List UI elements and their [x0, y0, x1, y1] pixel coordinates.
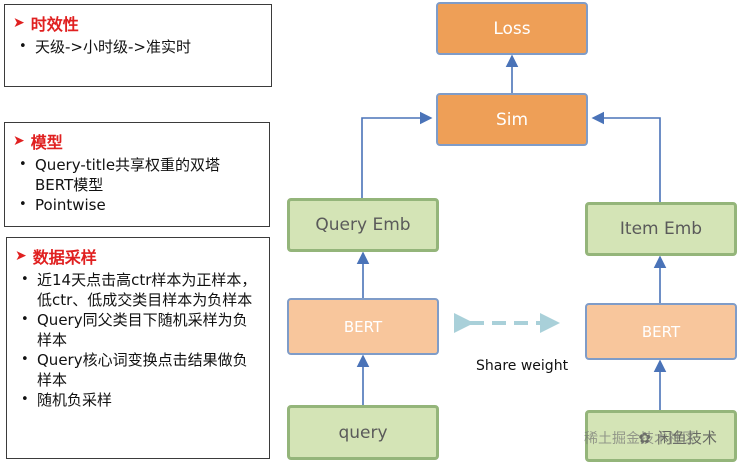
watermark: ✿ 闲鱼技术	[638, 427, 717, 448]
timeliness-title: 时效性	[30, 15, 79, 34]
list-item: Query同父类目下随机采样为负样本	[15, 310, 257, 350]
arrow-bullet-icon: ➤	[15, 248, 27, 264]
loss-node: Loss	[436, 2, 588, 55]
list-item: 近14天点击高ctr样本为正样本，低ctr、低成交类目样本为负样本	[15, 270, 257, 310]
sampling-title: 数据采样	[32, 248, 97, 267]
list-item: Query核心词变换点击结果做负样本	[15, 350, 257, 390]
model-title: 模型	[30, 133, 63, 152]
model-list: Query-title共享权重的双塔BERT模型 Pointwise	[13, 155, 261, 215]
timeliness-list: 天级->小时级->准实时	[13, 37, 263, 57]
wechat-icon: ✿	[638, 428, 651, 447]
list-item: 随机负采样	[15, 390, 261, 410]
item-emb-node: Item Emb	[585, 202, 737, 256]
sampling-list: 近14天点击高ctr样本为正样本，低ctr、低成交类目样本为负样本 Query同…	[15, 270, 261, 410]
list-item: 天级->小时级->准实时	[13, 37, 263, 57]
model-title-row: ➤ 模型	[13, 129, 261, 153]
query-emb-node: Query Emb	[287, 198, 439, 252]
arrow-query-emb-to-sim	[361, 111, 433, 198]
sampling-panel: ➤ 数据采样 近14天点击高ctr样本为正样本，低ctr、低成交类目样本为负样本…	[6, 237, 270, 459]
list-item: Query-title共享权重的双塔BERT模型	[13, 155, 250, 195]
timeliness-title-row: ➤ 时效性	[13, 11, 263, 35]
list-item: Pointwise	[13, 195, 261, 215]
bert-right-node: BERT	[585, 303, 737, 360]
arrow-item-emb-to-sim	[591, 111, 661, 202]
watermark-subtext: 稀土掘金技术社区	[584, 431, 696, 447]
model-panel: ➤ 模型 Query-title共享权重的双塔BERT模型 Pointwise	[4, 122, 270, 227]
sampling-title-row: ➤ 数据采样	[15, 244, 261, 268]
arrow-bullet-icon: ➤	[13, 15, 25, 31]
timeliness-panel: ➤ 时效性 天级->小时级->准实时	[4, 4, 272, 87]
arrow-bullet-icon: ➤	[13, 133, 25, 149]
query-input-node: query	[287, 405, 439, 460]
bert-left-node: BERT	[287, 298, 439, 355]
watermark-text: 闲鱼技术	[656, 429, 717, 447]
share-weight-label: Share weight	[476, 358, 569, 374]
sim-node: Sim	[436, 93, 588, 146]
item-input-node	[585, 410, 737, 462]
